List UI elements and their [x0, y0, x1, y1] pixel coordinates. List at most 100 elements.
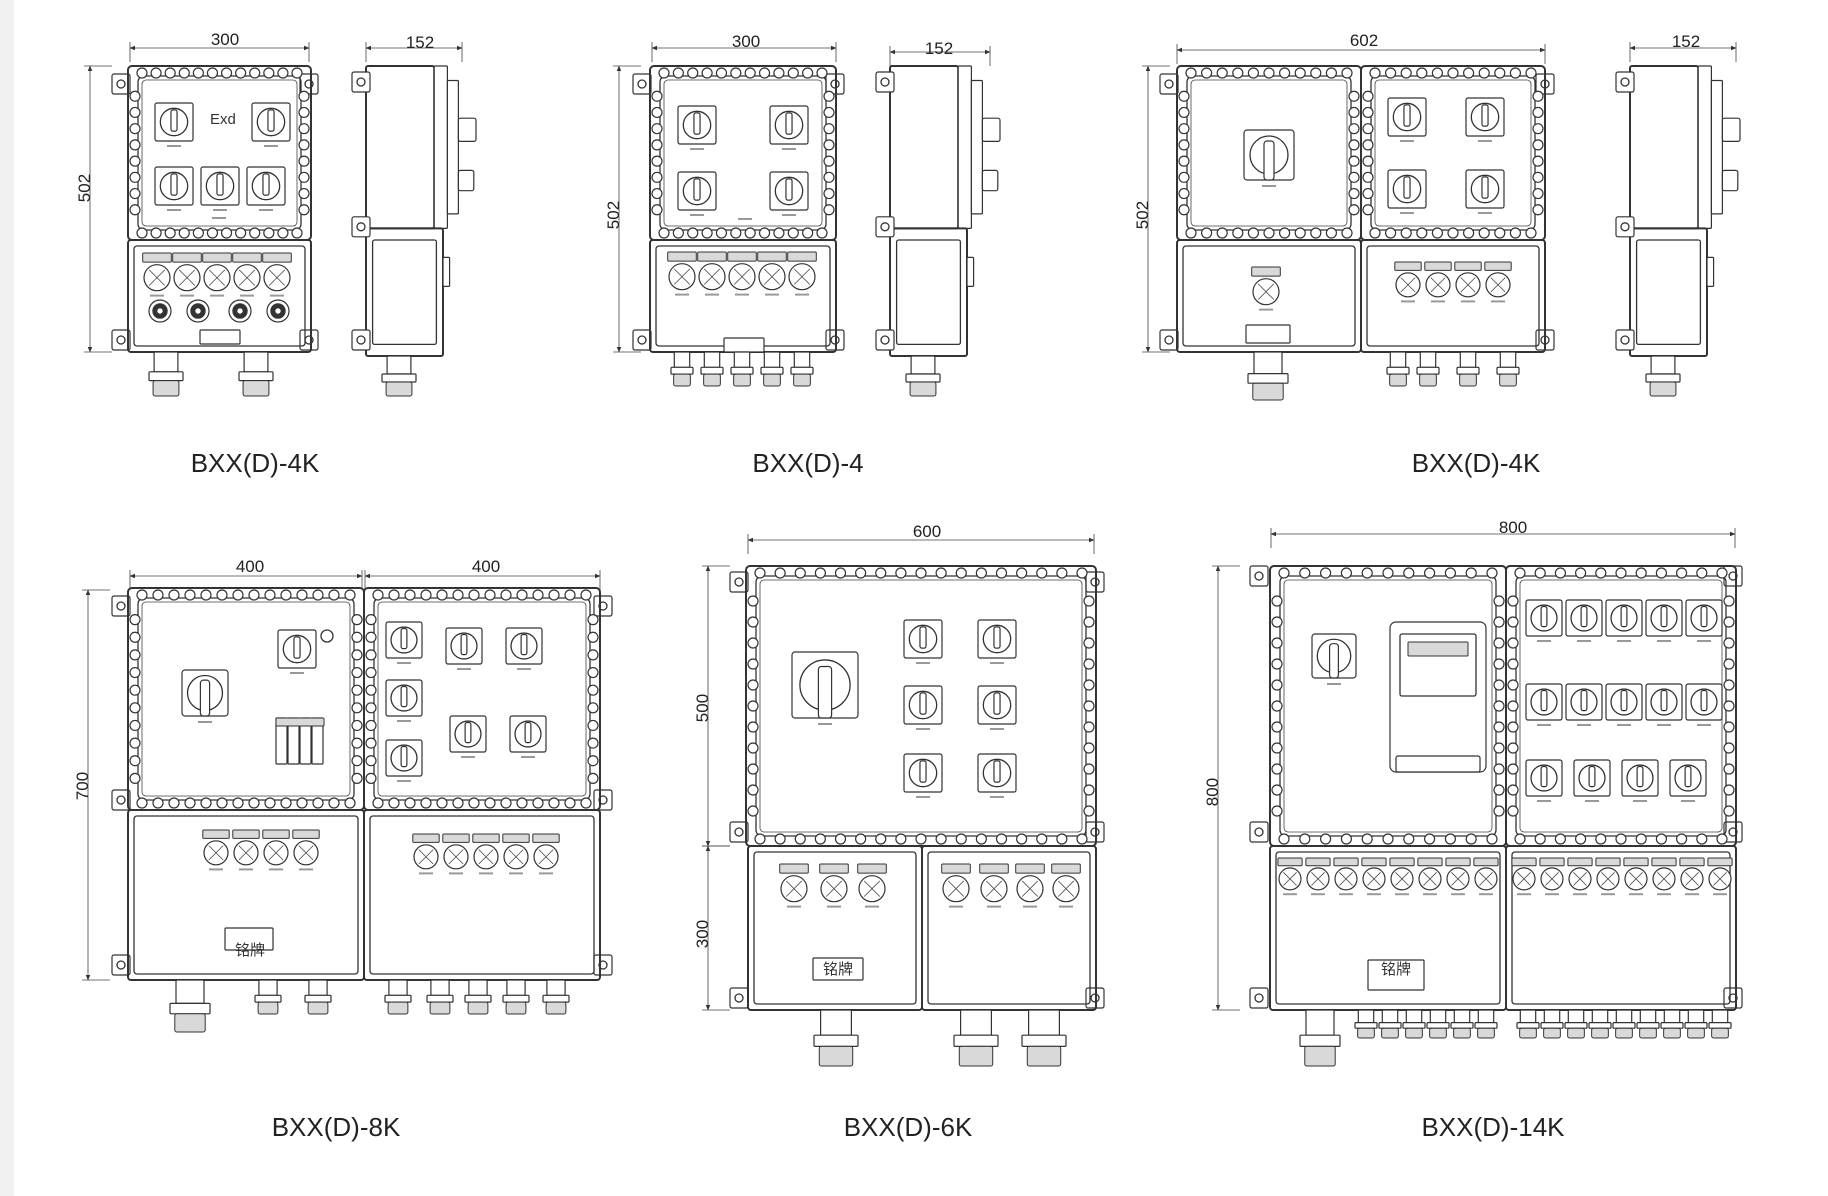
rotary-switch-dial — [1570, 688, 1598, 716]
indicator-lamp-cross — [238, 845, 254, 861]
flange-bolt — [249, 67, 261, 79]
rotary-switch-icon — [903, 753, 943, 798]
indicator-lamp-cross — [1430, 277, 1446, 293]
surge-protector-top — [275, 717, 325, 727]
cable-gland-icon — [1684, 1009, 1708, 1039]
d5-height-bottom-dim: 300 — [693, 920, 712, 948]
rotary-switch-handle — [1684, 765, 1692, 788]
tiny-label-mark — [818, 723, 832, 725]
indicator-lamp-icon — [1679, 857, 1705, 896]
indicator-lamp-tag — [1417, 857, 1443, 867]
cable-gland-nut — [1519, 1009, 1537, 1024]
flange-bolt — [1178, 90, 1190, 102]
rotary-switch-dial — [159, 107, 189, 137]
cable-gland-ring — [1708, 1021, 1732, 1029]
side-lower-body — [1629, 227, 1708, 357]
mounting-ear-hole — [734, 827, 744, 837]
cable-gland-tail — [1453, 1027, 1471, 1039]
rotary-switch-icon — [1645, 683, 1683, 726]
tiny-label-mark — [397, 720, 411, 722]
flange-bolt — [1083, 658, 1095, 670]
flange-bolt — [1493, 595, 1505, 607]
indicator-lamp-icon — [202, 252, 232, 297]
cable-gland-ring — [953, 1034, 999, 1047]
flange-bolt — [1514, 567, 1526, 579]
tiny-label-mark — [690, 148, 704, 150]
flange-bolt — [1574, 833, 1587, 845]
flange-bolt — [1723, 700, 1735, 712]
cable-gland-ring — [1516, 1021, 1540, 1029]
flange-bolt — [1178, 123, 1190, 135]
mounting-ear-plate — [729, 821, 749, 843]
rotary-switch-handle — [400, 745, 408, 768]
tiny-label-mark — [1478, 140, 1492, 142]
flange-bolt — [136, 67, 148, 79]
tiny-label-mark — [1537, 800, 1551, 802]
cable-gland-tail — [1711, 1027, 1729, 1039]
energy-meter-display — [1399, 633, 1477, 697]
box-inner — [1182, 245, 1356, 347]
indicator-lamp-tag — [1623, 857, 1649, 867]
flange-bolt — [1615, 567, 1627, 579]
flange-bolt — [1486, 567, 1498, 579]
mounting-ear — [111, 789, 131, 811]
cable-gland-icon — [790, 351, 814, 387]
flange-bolt — [834, 833, 847, 845]
rotary-switch-dial — [1530, 604, 1558, 632]
tiny-label-mark — [987, 905, 1001, 908]
box-outer — [1360, 239, 1546, 353]
flange-bolt — [1723, 637, 1735, 649]
flange-bolt — [1525, 227, 1537, 239]
indicator-lamp-icon — [1567, 857, 1593, 896]
flange-bolt — [1384, 67, 1397, 79]
flange-bolt — [915, 567, 927, 579]
cable-gland-icon — [730, 351, 754, 387]
rotary-switch-icon — [251, 102, 291, 147]
cable-gland-tail — [1459, 373, 1477, 387]
flange-bolt — [1271, 763, 1283, 775]
mounting-ear-plate — [1249, 821, 1269, 843]
cable-gland-icon — [464, 979, 492, 1015]
rotary-switch-icon — [385, 739, 423, 782]
cable-gland-icon — [700, 351, 724, 387]
push-button-icon — [228, 299, 252, 323]
mounting-ear-plate — [1615, 216, 1635, 238]
d1-depth-dimension — [365, 42, 463, 62]
rotary-switch-handle — [1700, 689, 1708, 712]
d4-width-left-dimension — [129, 570, 363, 590]
cable-gland-icon — [953, 1009, 999, 1067]
flange-bolt — [328, 589, 340, 601]
cable-gland-icon — [1474, 1009, 1498, 1039]
d1-height-dimension — [84, 65, 112, 353]
indicator-lamp-cross — [1601, 872, 1615, 886]
cable-gland-tail — [1357, 1027, 1375, 1039]
rotary-switch-handle — [1481, 104, 1489, 127]
flange-bolt — [1532, 171, 1544, 183]
flange-bolt — [1507, 721, 1519, 733]
tiny-label-mark — [1601, 893, 1615, 896]
flange-bolt — [468, 797, 480, 809]
flange-bolt — [651, 139, 663, 151]
flange-bolt — [895, 567, 907, 579]
flange-bolt — [814, 833, 826, 845]
tiny-label-mark — [1573, 893, 1587, 896]
flange-bolt — [1325, 67, 1338, 79]
indicator-lamp-cross — [1517, 872, 1531, 886]
tiny-label-mark — [1327, 683, 1341, 685]
rotary-switch-icon — [977, 685, 1017, 730]
tiny-label-mark — [1617, 724, 1631, 726]
cable-gland-icon — [1496, 351, 1520, 387]
flange-bolt — [1493, 742, 1505, 754]
flange-bolt — [351, 649, 363, 661]
flange-bolt — [730, 67, 742, 79]
rotary-switch-icon — [277, 629, 317, 674]
flange-bolt — [216, 797, 228, 809]
d2-width-dim: 300 — [732, 32, 760, 51]
cable-gland-tail — [1419, 373, 1437, 387]
mounting-ear-plate — [632, 329, 652, 351]
flange-bolt — [298, 155, 310, 167]
flange-bolt — [291, 227, 303, 239]
d2-caption: BXX(D)-4 — [752, 448, 863, 478]
cable-gland-icon — [1612, 1009, 1636, 1039]
flange-bolt — [1016, 833, 1028, 845]
